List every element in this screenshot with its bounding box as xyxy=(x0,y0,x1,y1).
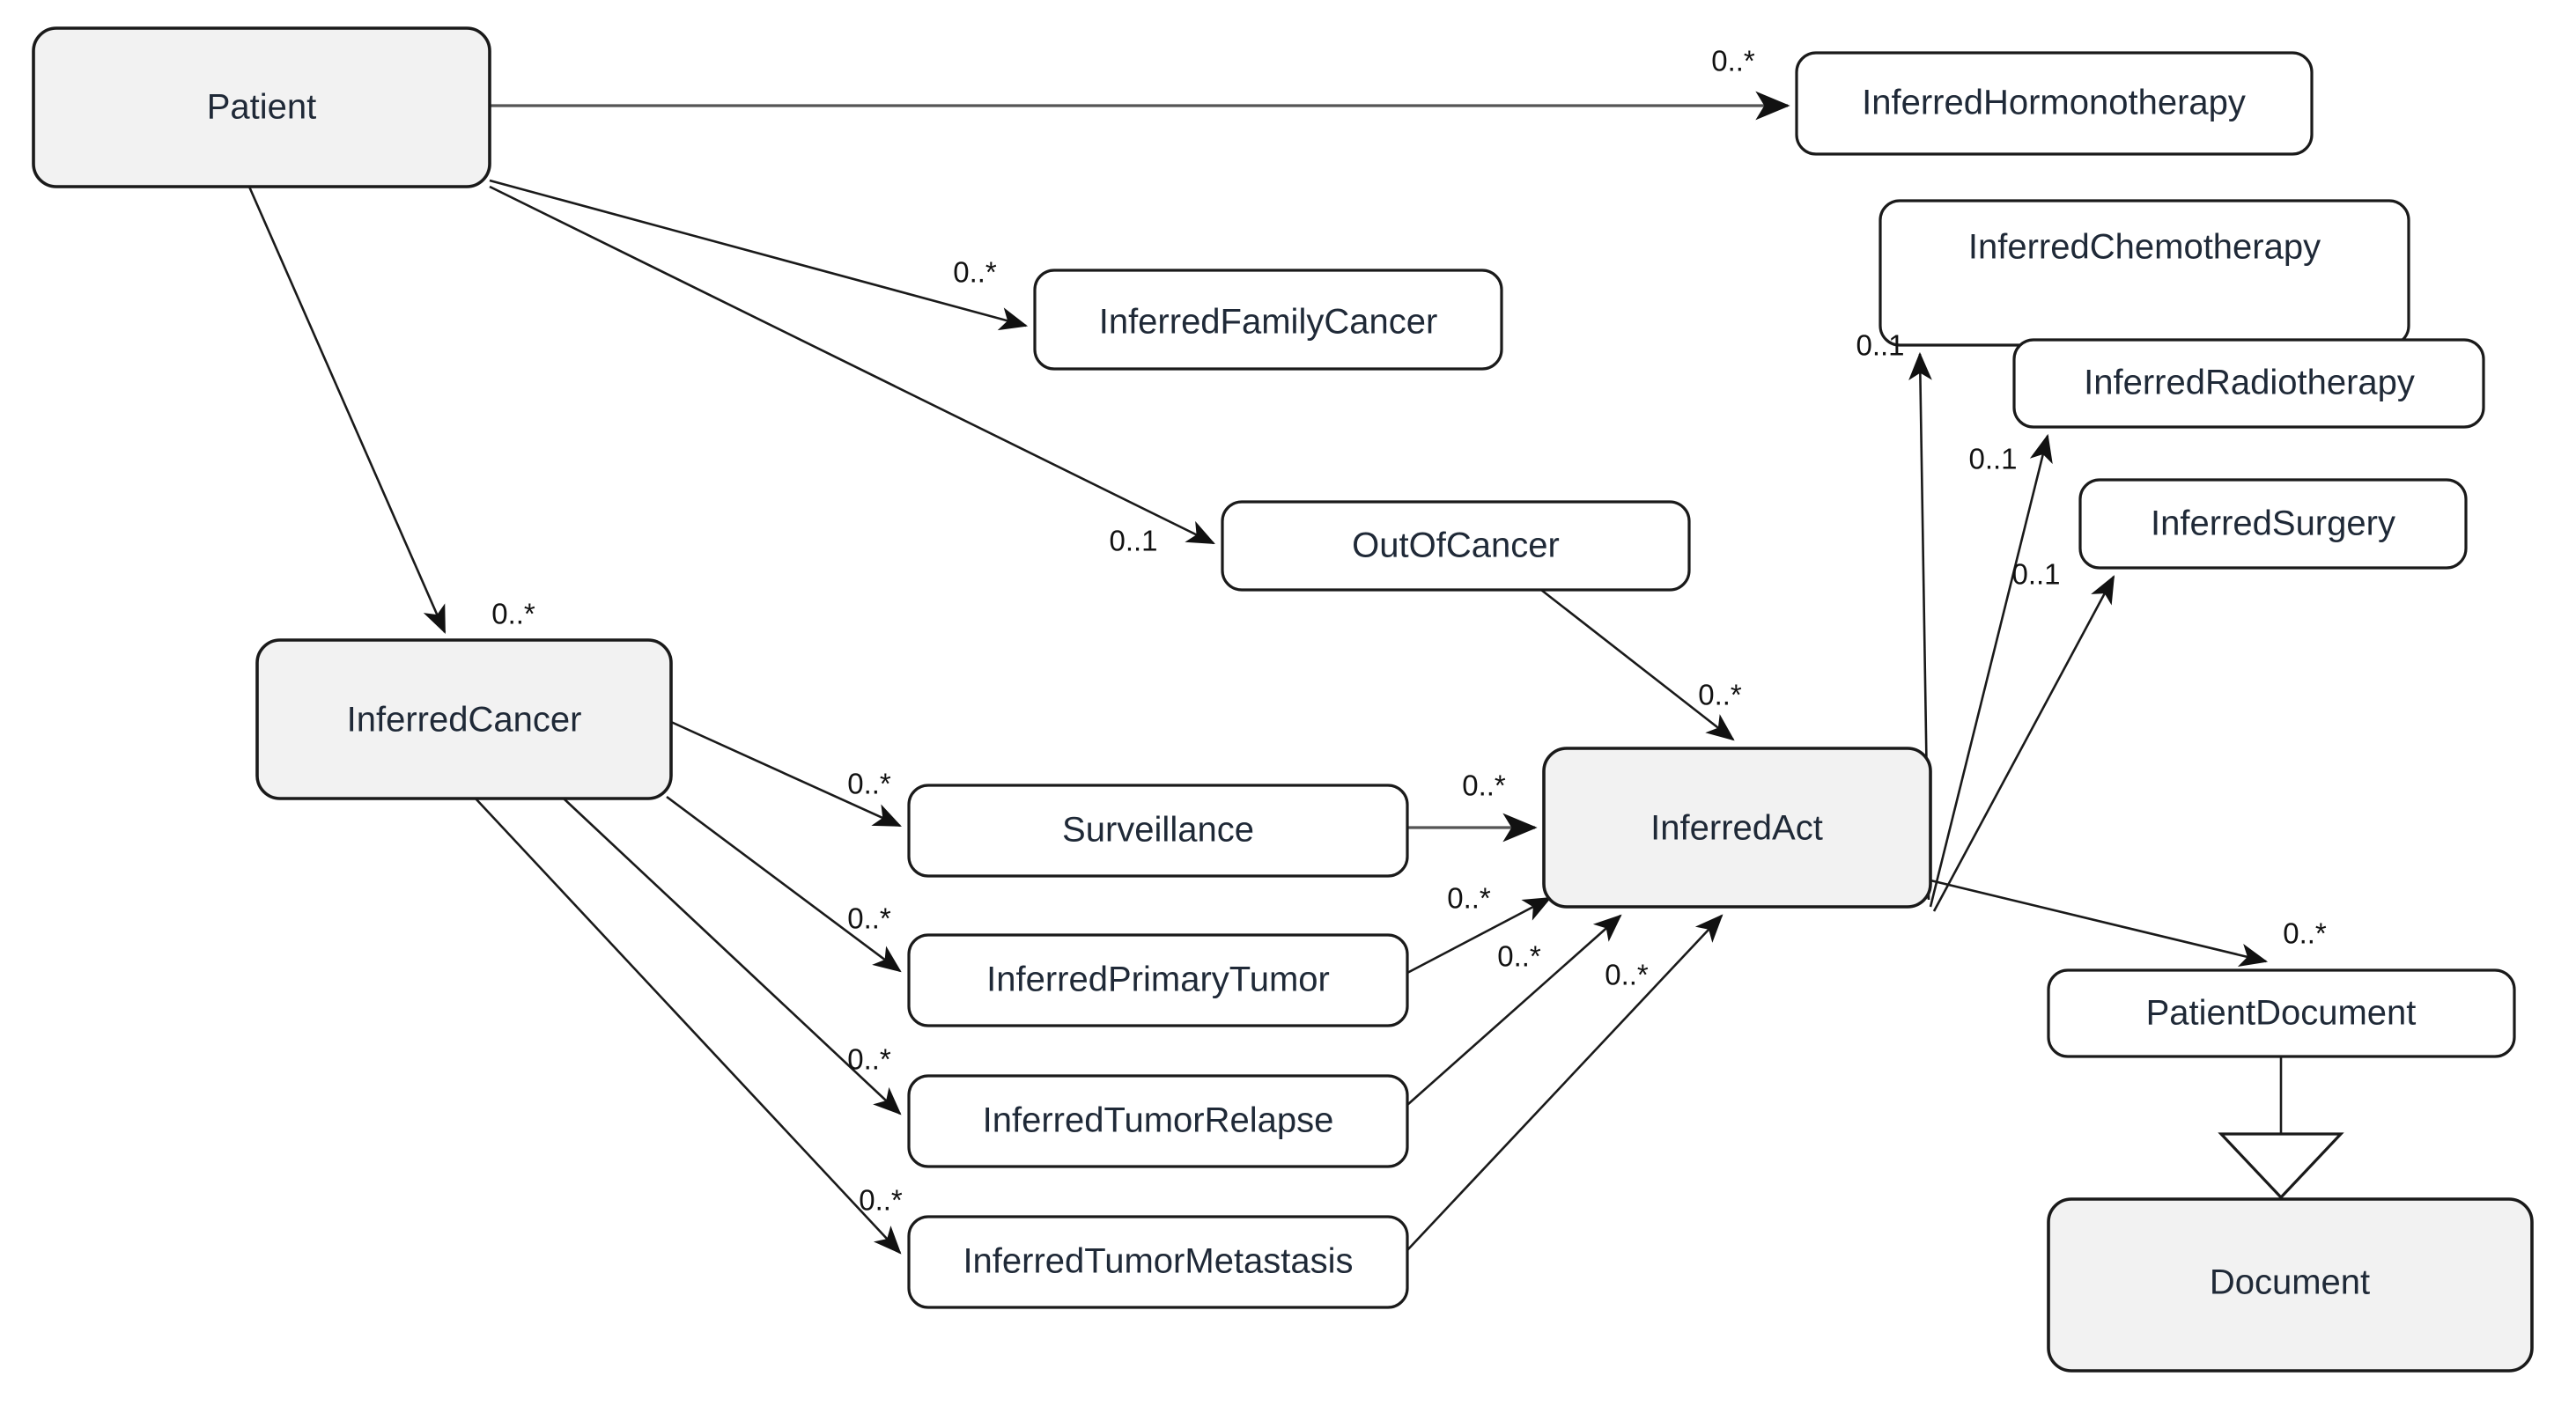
node-outofcancer[interactable]: OutOfCancer xyxy=(1221,500,1691,592)
multiplicity-tumorrelapse: 0..* xyxy=(847,1043,891,1076)
node-patient-label: Patient xyxy=(207,88,317,127)
edge-primarytumor-to-inferredact xyxy=(1406,896,1552,975)
edge-inferredact-to-surgery xyxy=(1932,575,2115,912)
node-inferredradiotherapy-label: InferredRadiotherapy xyxy=(2084,364,2415,402)
node-inferredhormonotherapy-box[interactable] xyxy=(1795,51,2314,156)
multiplicity-chemotherapy: 0..1 xyxy=(1856,329,1904,362)
node-inferredtumormetastasis[interactable]: InferredTumorMetastasis xyxy=(907,1215,1409,1309)
multiplicity-primarytumor: 0..* xyxy=(847,902,891,935)
node-inferredfamilycancer-label: InferredFamilyCancer xyxy=(1099,303,1438,342)
node-inferredfamilycancer[interactable]: InferredFamilyCancer xyxy=(1033,269,1503,371)
node-inferredsurgery-label: InferredSurgery xyxy=(2151,504,2395,543)
node-inferredact[interactable]: InferredAct xyxy=(1542,747,1932,909)
multiplicity-act-surveillance: 0..* xyxy=(1462,769,1506,802)
node-inferredhormonotherapy[interactable]: InferredHormonotherapy xyxy=(1795,51,2314,156)
edge-patient-to-inferredcancer xyxy=(247,186,447,634)
multiplicity-inferredcancer: 0..* xyxy=(491,598,535,630)
node-inferredprimarytumor-label: InferredPrimaryTumor xyxy=(986,961,1330,999)
node-layer: Patient InferredHormonotherapy InferredC… xyxy=(32,26,2534,1373)
node-inferredtumormetastasis-label: InferredTumorMetastasis xyxy=(963,1242,1353,1281)
multiplicity-layer: 0..* 0..* 0..1 0..* 0..1 0..1 0..1 0..* … xyxy=(491,45,2327,1217)
multiplicity-outofcancer: 0..1 xyxy=(1109,525,1157,557)
edge-inferredcancer-to-tumormetastasis xyxy=(475,798,902,1255)
multiplicity-surgery: 0..1 xyxy=(2011,558,2060,591)
node-inferredtumorrelapse-box[interactable] xyxy=(907,1074,1409,1168)
multiplicity-surveillance: 0..* xyxy=(847,768,891,800)
multiplicity-patientdocument: 0..* xyxy=(2283,917,2327,950)
node-inferredchemotherapy[interactable]: InferredChemotherapy xyxy=(1878,199,2410,347)
edge-inferredact-to-radiotherapy xyxy=(1929,433,2053,908)
multiplicity-act-metastasis: 0..* xyxy=(1605,959,1649,991)
multiplicity-radiotherapy: 0..1 xyxy=(1968,443,2017,475)
edge-inferredcancer-to-tumorrelapse xyxy=(563,798,902,1115)
node-inferredtumorrelapse[interactable]: InferredTumorRelapse xyxy=(907,1074,1409,1168)
edge-patient-to-outofcancer xyxy=(489,185,1215,545)
edge-inferredcancer-to-surveillance xyxy=(670,720,902,828)
edge-layer xyxy=(247,91,2344,1255)
node-inferredchemotherapy-label: InferredChemotherapy xyxy=(1968,228,2321,267)
multiplicity-act-from-outof: 0..* xyxy=(1698,679,1742,711)
node-inferredhormonotherapy-label: InferredHormonotherapy xyxy=(1862,84,2246,122)
node-outofcancer-label: OutOfCancer xyxy=(1352,526,1560,565)
node-document-label: Document xyxy=(2210,1263,2370,1302)
node-inferredcancer-box[interactable] xyxy=(255,638,673,800)
node-inferredprimarytumor[interactable]: InferredPrimaryTumor xyxy=(907,933,1409,1027)
node-inferredact-box[interactable] xyxy=(1542,747,1932,909)
node-patientdocument-label: PatientDocument xyxy=(2146,994,2417,1033)
node-inferredprimarytumor-box[interactable] xyxy=(907,933,1409,1027)
node-patientdocument[interactable]: PatientDocument xyxy=(2047,968,2516,1058)
node-document[interactable]: Document xyxy=(2047,1197,2534,1373)
multiplicity-hormonotherapy: 0..* xyxy=(1711,45,1755,77)
node-inferredradiotherapy-box[interactable] xyxy=(2012,338,2485,429)
node-inferredact-label: InferredAct xyxy=(1650,809,1823,848)
edge-inferredact-to-patientdocument xyxy=(1930,879,2269,967)
multiplicity-act-primarytumor: 0..* xyxy=(1447,882,1491,915)
node-outofcancer-box[interactable] xyxy=(1221,500,1691,592)
node-inferredsurgery[interactable]: InferredSurgery xyxy=(2078,478,2468,570)
node-surveillance-label: Surveillance xyxy=(1062,811,1254,850)
edge-inferredcancer-to-primarytumor xyxy=(666,795,902,973)
node-patient-box[interactable] xyxy=(32,26,491,188)
generalization-triangle-icon xyxy=(2218,1132,2344,1200)
node-inferredtumorrelapse-label: InferredTumorRelapse xyxy=(983,1101,1334,1140)
node-patient[interactable]: Patient xyxy=(32,26,491,188)
edge-outofcancer-to-inferredact xyxy=(1540,588,1735,741)
multiplicity-act-relapse: 0..* xyxy=(1497,940,1541,973)
node-patientdocument-box[interactable] xyxy=(2047,968,2516,1058)
node-inferredtumormetastasis-box[interactable] xyxy=(907,1215,1409,1309)
node-inferredradiotherapy[interactable]: InferredRadiotherapy xyxy=(2012,338,2485,429)
node-inferredfamilycancer-box[interactable] xyxy=(1033,269,1503,371)
edge-tumorrelapse-to-inferredact xyxy=(1406,914,1622,1106)
node-document-box[interactable] xyxy=(2047,1197,2534,1373)
node-inferredcancer[interactable]: InferredCancer xyxy=(255,638,673,800)
multiplicity-familycancer: 0..* xyxy=(953,256,997,289)
edge-patient-to-familycancer xyxy=(489,179,1029,331)
node-surveillance-box[interactable] xyxy=(907,784,1409,878)
node-surveillance[interactable]: Surveillance xyxy=(907,784,1409,878)
edge-tumormetastasis-to-inferredact xyxy=(1406,914,1723,1251)
multiplicity-tumormetastasis: 0..* xyxy=(859,1184,903,1217)
node-inferredcancer-label: InferredCancer xyxy=(347,701,582,740)
node-inferredsurgery-box[interactable] xyxy=(2078,478,2468,570)
node-inferredchemotherapy-box[interactable] xyxy=(1878,199,2410,347)
